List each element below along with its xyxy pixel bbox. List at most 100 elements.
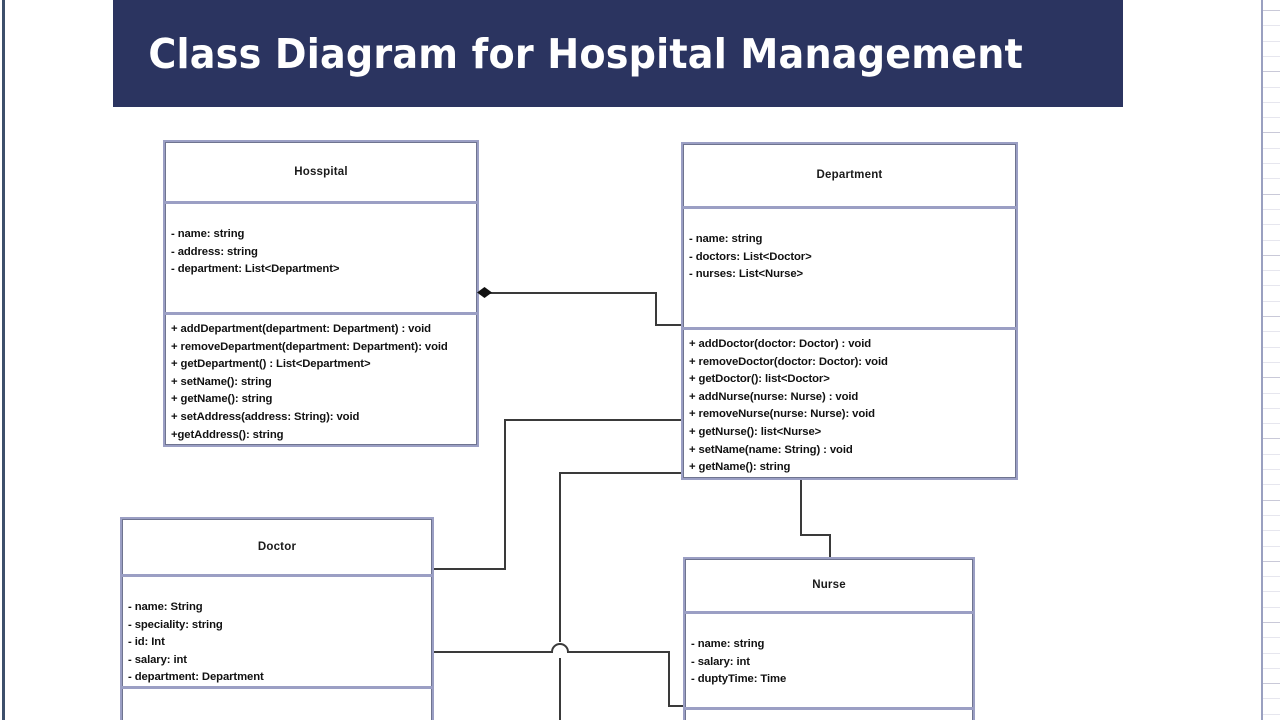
composition-diamond-hospital <box>477 287 492 298</box>
spreadsheet-row-line <box>1263 408 1280 409</box>
class-box-nurse[interactable]: Nurse - name: string - salary: int - dup… <box>683 557 975 720</box>
spreadsheet-row-line <box>1263 576 1280 577</box>
spreadsheet-row-line <box>1263 117 1280 118</box>
connector-department-lower-h1 <box>559 472 682 474</box>
spreadsheet-row-line <box>1263 698 1280 699</box>
spreadsheet-row-line <box>1263 10 1280 11</box>
operation-row: +getAddress(): string <box>171 428 284 441</box>
spreadsheet-row-line <box>1263 484 1280 485</box>
class-box-doctor[interactable]: Doctor - name: String - speciality: stri… <box>120 517 434 720</box>
connector-doctor-nurse-h1 <box>434 651 553 653</box>
spreadsheet-edge-line <box>1261 0 1263 720</box>
spreadsheet-row-line <box>1263 607 1280 608</box>
spreadsheet-row-line <box>1263 469 1280 470</box>
spreadsheet-row-line <box>1263 132 1280 133</box>
class-operations-doctor <box>122 686 432 720</box>
attribute-row: - salary: int <box>128 653 187 666</box>
connector-doctor-nurse-h2 <box>567 651 670 653</box>
attribute-row: - name: string <box>691 638 765 650</box>
attribute-row: - speciality: string <box>128 618 223 631</box>
spreadsheet-row-line <box>1263 438 1280 439</box>
attribute-row: - duptyTime: Time <box>691 673 787 686</box>
page-title: Class Diagram for Hospital Management <box>148 29 1023 78</box>
spreadsheet-row-line <box>1263 209 1280 210</box>
spreadsheet-row-line <box>1263 316 1280 317</box>
connector-doctor-department-h2 <box>504 419 682 421</box>
spreadsheet-row-line <box>1263 240 1280 241</box>
spreadsheet-row-line <box>1263 87 1280 88</box>
spreadsheet-row-line <box>1263 301 1280 302</box>
spreadsheet-row-line <box>1263 714 1280 715</box>
spreadsheet-row-line <box>1263 622 1280 623</box>
class-name-hospital: Hosspital <box>165 142 477 204</box>
spreadsheet-row-line <box>1263 347 1280 348</box>
spreadsheet-row-line <box>1263 71 1280 72</box>
operation-row: + getDoctor(): list<Doctor> <box>689 373 830 386</box>
operation-row: + setAddress(address: String): void <box>171 410 360 423</box>
spreadsheet-row-line <box>1263 423 1280 424</box>
class-operations-hospital: + addDepartment(department: Department) … <box>165 312 477 443</box>
spreadsheet-row-line <box>1263 546 1280 547</box>
spreadsheet-row-line <box>1263 148 1280 149</box>
spreadsheet-row-line <box>1263 454 1280 455</box>
attribute-row: - department: Department <box>128 671 264 684</box>
attribute-row: - doctors: List<Doctor> <box>689 250 812 263</box>
spreadsheet-row-line <box>1263 653 1280 654</box>
spreadsheet-row-line <box>1263 194 1280 195</box>
spreadsheet-row-line <box>1263 668 1280 669</box>
class-attributes-department: - name: string - doctors: List<Doctor> -… <box>683 209 1016 327</box>
connector-hospital-department-v1 <box>655 292 657 325</box>
class-name-nurse: Nurse <box>685 559 973 614</box>
attribute-row: - salary: int <box>691 655 750 668</box>
spreadsheet-row-line <box>1263 56 1280 57</box>
operation-row: + addDoctor(doctor: Doctor) : void <box>689 338 872 350</box>
class-box-department[interactable]: Department - name: string - doctors: Lis… <box>681 142 1018 480</box>
spreadsheet-row-line <box>1263 637 1280 638</box>
spreadsheet-row-line <box>1263 561 1280 562</box>
class-operations-department: + addDoctor(doctor: Doctor) : void + rem… <box>683 327 1016 479</box>
connector-department-lower-v2 <box>559 658 561 720</box>
connector-hospital-department-h2 <box>655 324 682 326</box>
operation-row: + setName(name: String) : void <box>689 443 853 456</box>
attribute-row: - name: string <box>689 233 763 245</box>
operation-row: + getName(): string <box>689 461 791 474</box>
connector-department-nurse-v2 <box>829 534 831 558</box>
attribute-row: - name: string <box>171 228 245 240</box>
connector-doctor-department-v1 <box>504 419 506 569</box>
operation-row: + setName(): string <box>171 375 272 388</box>
connector-doctor-nurse-h3 <box>668 705 684 707</box>
spreadsheet-row-line <box>1263 285 1280 286</box>
operation-row: + getNurse(): list<Nurse> <box>689 425 822 438</box>
operation-row: + removeDepartment(department: Departmen… <box>171 340 448 353</box>
connector-hospital-department-h1 <box>490 292 656 294</box>
connector-doctor-department-h1 <box>434 568 506 570</box>
operation-row: + addNurse(nurse: Nurse) : void <box>689 390 859 403</box>
attribute-row: - address: string <box>171 245 258 258</box>
class-operations-nurse <box>685 707 973 720</box>
attribute-row: - nurses: List<Nurse> <box>689 268 804 281</box>
operation-row: + addDepartment(department: Department) … <box>171 323 431 335</box>
class-attributes-doctor: - name: String - speciality: string - id… <box>122 577 432 686</box>
spreadsheet-row-line <box>1263 591 1280 592</box>
title-banner: Class Diagram for Hospital Management <box>113 0 1123 107</box>
class-box-hospital[interactable]: Hosspital - name: string - address: stri… <box>163 140 479 447</box>
spreadsheet-row-line <box>1263 102 1280 103</box>
spreadsheet-row-line <box>1263 163 1280 164</box>
attribute-row: - id: Int <box>128 636 165 649</box>
spreadsheet-column <box>1263 0 1280 720</box>
attribute-row: - name: String <box>128 601 203 613</box>
spreadsheet-row-line <box>1263 393 1280 394</box>
spreadsheet-row-line <box>1263 362 1280 363</box>
spreadsheet-row-line <box>1263 500 1280 501</box>
spreadsheet-row-line <box>1263 25 1280 26</box>
spreadsheet-row-line <box>1263 683 1280 684</box>
spreadsheet-row-line <box>1263 224 1280 225</box>
connector-department-nurse-h1 <box>800 534 831 536</box>
spreadsheet-row-line <box>1263 270 1280 271</box>
line-hop-arc <box>551 643 569 653</box>
operation-row: + getDepartment() : List<Department> <box>171 358 371 371</box>
spreadsheet-row-line <box>1263 255 1280 256</box>
attribute-row: - department: List<Department> <box>171 263 340 276</box>
page-left-rule <box>2 0 5 720</box>
